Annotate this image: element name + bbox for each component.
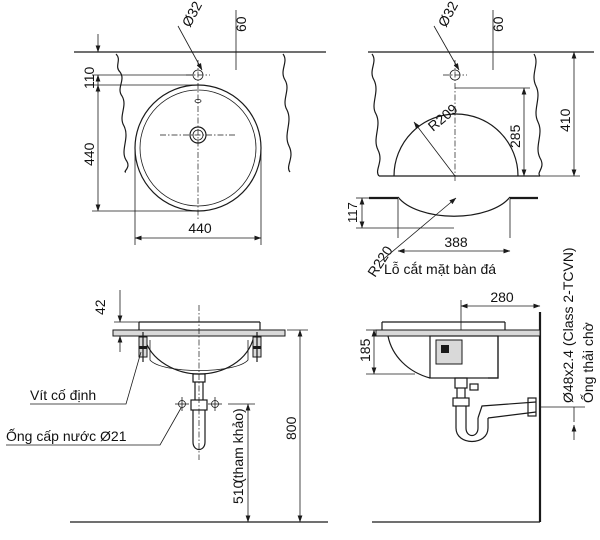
hole-diameter-dim: Ø32 (179, 0, 206, 29)
clamp-left (138, 332, 148, 362)
bowl-depth-side-dim: 185 (357, 338, 373, 362)
fixing-screw-label: Vít cố định (30, 387, 96, 403)
clamp-right (252, 332, 262, 362)
supply-height-note: (tham khảo) (230, 408, 246, 483)
hole-diameter-dim-right: Ø32 (435, 0, 462, 29)
cutout-bowl-curve (397, 196, 511, 217)
drain-pipe-label: Ống thải chờ (579, 322, 596, 403)
supply-mark-left (175, 397, 189, 411)
install-height-dim: 800 (283, 416, 299, 440)
bowl-width-dim: 440 (188, 220, 212, 236)
basin-front-side (488, 336, 499, 379)
countertop-break-left (115, 53, 129, 173)
cutout-label: Lỗ cắt mặt bàn đá (384, 261, 496, 277)
countertop-break-left-right (371, 53, 381, 177)
side-view: 280 185 Ø48x2.4 (Class 2-TCVN) Ống thải … (357, 247, 596, 523)
supply-height-dim: 510 (230, 480, 246, 504)
bowl-depth-dim: 285 (507, 124, 523, 148)
cutout-section-view: 117 388 R220 Lỗ cắt mặt bàn đá (345, 196, 538, 280)
hole-offset-dim: 60 (233, 16, 249, 32)
supply-mark-right (208, 397, 222, 411)
basin-skirt (149, 340, 249, 371)
overall-depth-dim: 410 (557, 108, 573, 132)
drain-offset-dim: 280 (490, 289, 514, 305)
countertop-slab-side (375, 329, 541, 337)
hole-from-top-dim: 110 (81, 66, 97, 89)
top-left-plan-view: Ø32 60 110 440 440 (74, 0, 326, 245)
cutout-radius-leader (379, 197, 457, 263)
cutout-depth-dim: 117 (345, 202, 360, 223)
countertop-break-right-right (533, 53, 543, 177)
hole-diameter-leader-right (433, 25, 460, 71)
bowl-height-dim: 440 (81, 142, 97, 166)
front-view: 42 800 510 (tham khảo) Vít cố định Ống c… (6, 290, 328, 523)
bowl-radius-leader (413, 121, 456, 177)
basin-bowl-side (387, 335, 431, 379)
clamp-bolt-side (441, 345, 449, 353)
fixing-screw-leader (30, 351, 142, 405)
cutout-arc (393, 113, 519, 177)
cutout-width-dim: 388 (444, 234, 468, 250)
hole-offset-dim-right: 60 (490, 16, 506, 32)
drain-pipe-spec: Ø48x2.4 (Class 2-TCVN) (560, 247, 576, 403)
countertop-break-right (282, 53, 292, 173)
top-right-plan-view: Ø32 60 R209 285 410 (368, 0, 594, 182)
drain-trap-side (452, 377, 537, 442)
rim-thickness-dim: 42 (92, 299, 108, 315)
water-supply-leader (6, 407, 182, 446)
water-supply-label: Ống cấp nước Ø21 (6, 427, 127, 444)
hole-diameter-leader (177, 25, 203, 71)
